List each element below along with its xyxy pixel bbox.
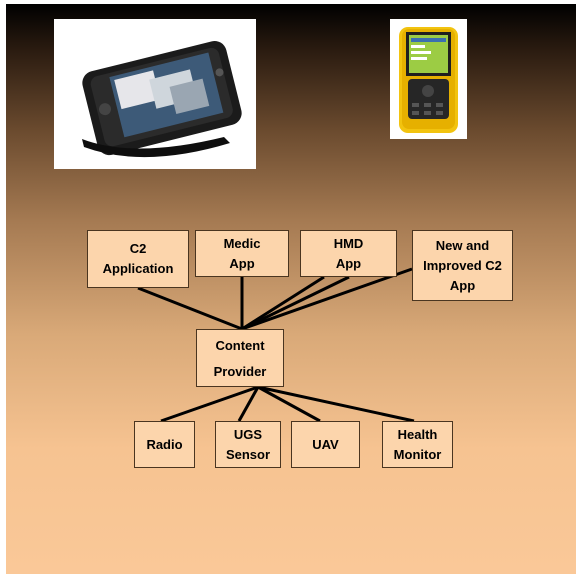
connector-hub-uav: [257, 385, 321, 423]
node-c2-application: C2 Application: [87, 230, 189, 288]
node-medic-app: Medic App: [195, 230, 289, 277]
handheld-device-image: [390, 19, 467, 139]
connector-hub-ugs: [237, 386, 260, 422]
node-radio: Radio: [134, 421, 195, 468]
node-hmd-app: HMD App: [300, 230, 397, 277]
node-content-provider: Content Provider: [196, 329, 284, 387]
umpc-device-image: [54, 19, 256, 169]
node-uav: UAV: [291, 421, 360, 468]
connector-hub-health: [257, 385, 415, 423]
connector-hub-radio: [160, 385, 259, 423]
connector-c2-hub: [137, 286, 243, 331]
node-new-improved-c2-app: New and Improved C2 App: [412, 230, 513, 301]
node-ugs-sensor: UGS Sensor: [215, 421, 281, 468]
connector-hmd-hub-b: [241, 275, 350, 331]
node-health-monitor: Health Monitor: [382, 421, 453, 468]
connector-newc2-hub: [241, 267, 413, 331]
connector-hmd-hub-a: [241, 275, 325, 331]
slide-canvas: C2 Application Medic App HMD App New and…: [6, 4, 576, 574]
